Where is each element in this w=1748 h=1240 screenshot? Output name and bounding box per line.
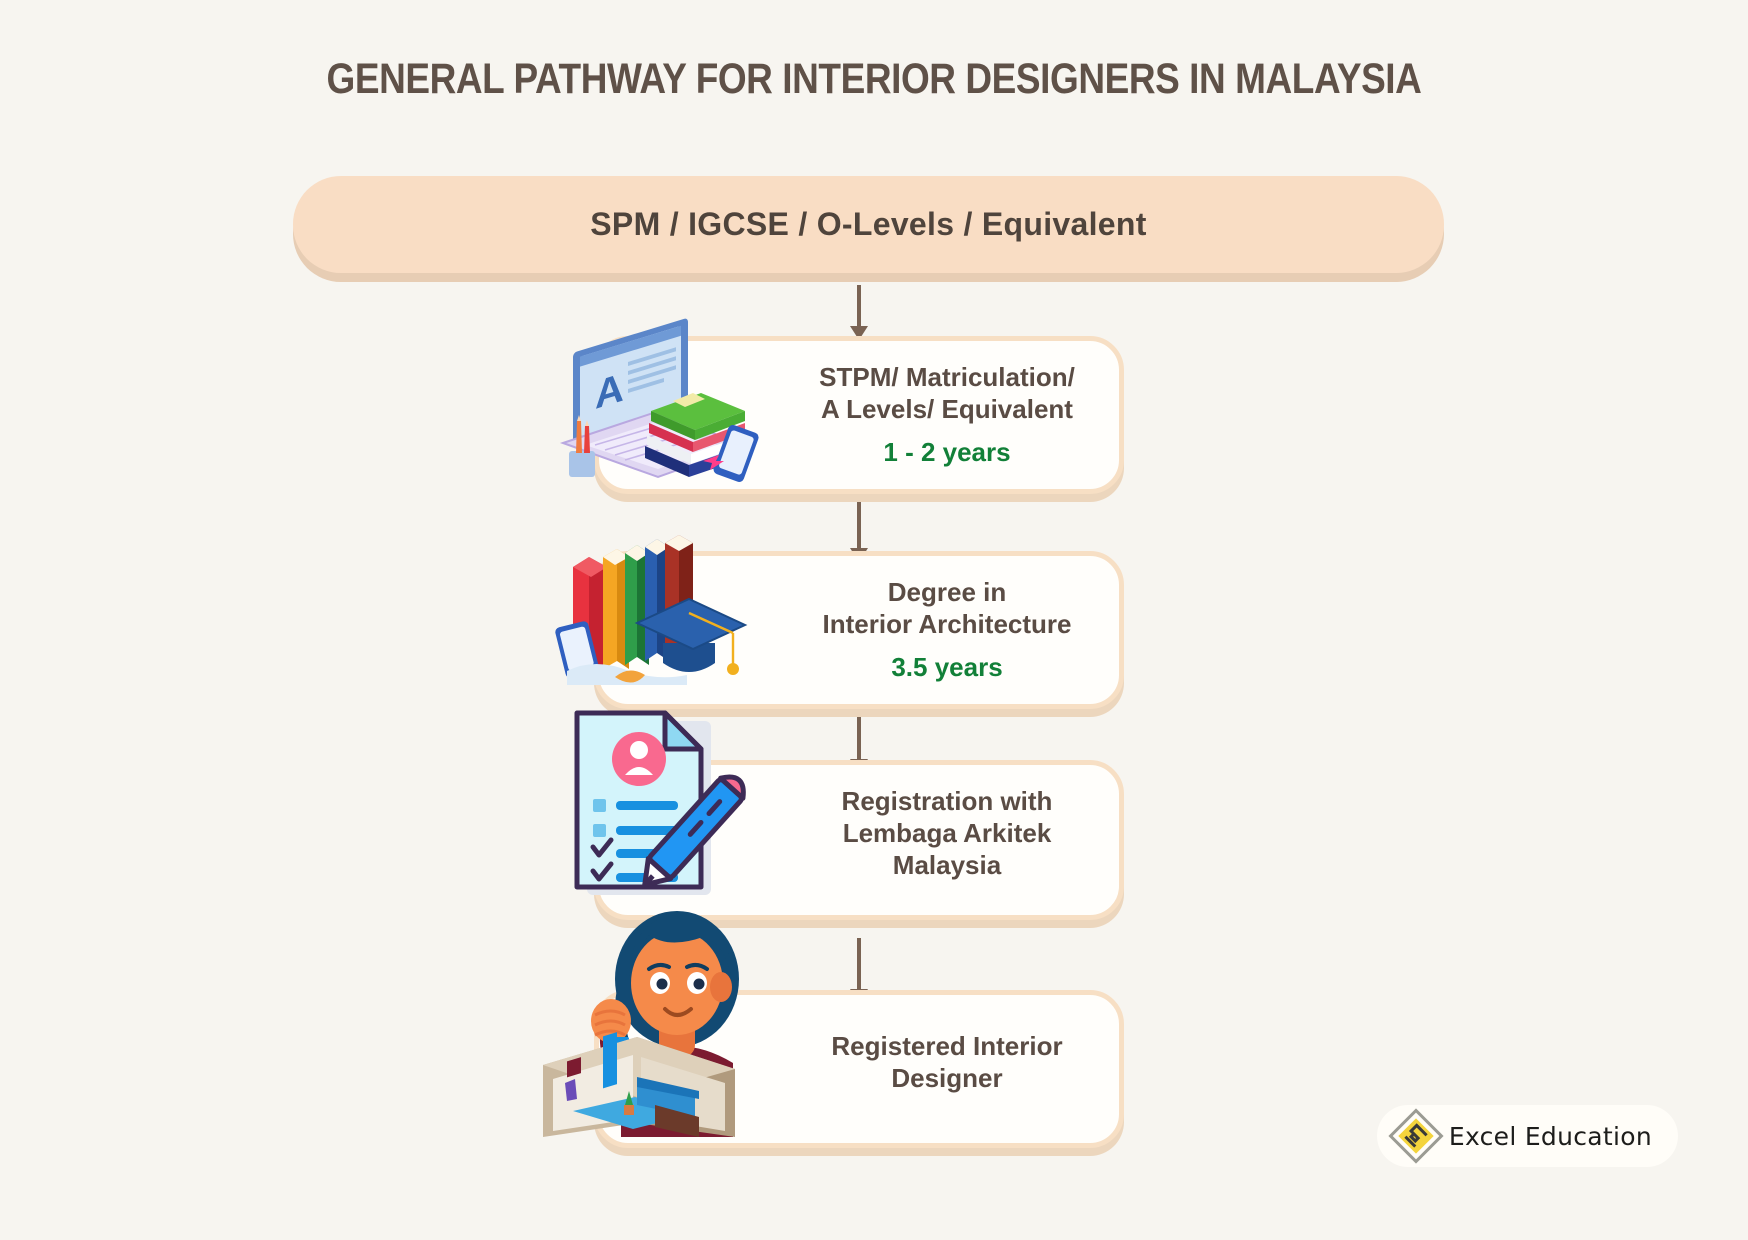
registration-form-pencil-icon [541,695,771,905]
step-title: Registered Interior Designer [831,1031,1063,1093]
step-text-group: STPM/ Matriculation/ A Levels/ Equivalen… [789,362,1119,468]
interior-designer-room-model-icon [529,887,779,1137]
entry-requirement-banner: SPM / IGCSE / O-Levels / Equivalent [293,176,1444,273]
step-text-group: Registration with Lembaga Arkitek Malays… [789,786,1119,893]
step-card-degree: Degree in Interior Architecture 3.5 year… [555,535,1124,709]
arrow-step2-to-step3 [850,710,868,773]
entry-requirement-label: SPM / IGCSE / O-Levels / Equivalent [590,206,1147,242]
step-title: Degree in Interior Architecture [822,576,1072,639]
books-graduation-cap-icon [537,495,777,695]
arrow-step1-to-step2 [850,497,868,562]
step-title: Registration with Lembaga Arkitek Malays… [841,786,1053,880]
svg-text:A: A [595,364,624,418]
step-text-group: Registered Interior Designer [789,1031,1119,1106]
step-card-registered-designer: Registered Interior Designer [543,911,1124,1148]
step-duration: 3.5 years [891,652,1003,683]
page-title: GENERAL PATHWAY FOR INTERIOR DESIGNERS I… [326,55,1422,103]
excel-diamond-logo-icon [1388,1108,1444,1164]
arrow-banner-to-step1 [850,285,868,340]
logo-text: Excel Education [1448,1121,1652,1151]
step-card-stpm: A [559,318,1124,494]
excel-education-logo[interactable]: Excel Education [1376,1105,1678,1167]
arrow-step3-to-step4 [850,938,868,1003]
step-card-registration: Registration with Lembaga Arkitek Malays… [574,710,1124,920]
step-title: STPM/ Matriculation/ A Levels/ Equivalen… [819,361,1075,424]
step-text-group: Degree in Interior Architecture 3.5 year… [789,577,1119,683]
laptop-books-icon: A [533,293,783,482]
step-duration: 1 - 2 years [883,437,1011,468]
